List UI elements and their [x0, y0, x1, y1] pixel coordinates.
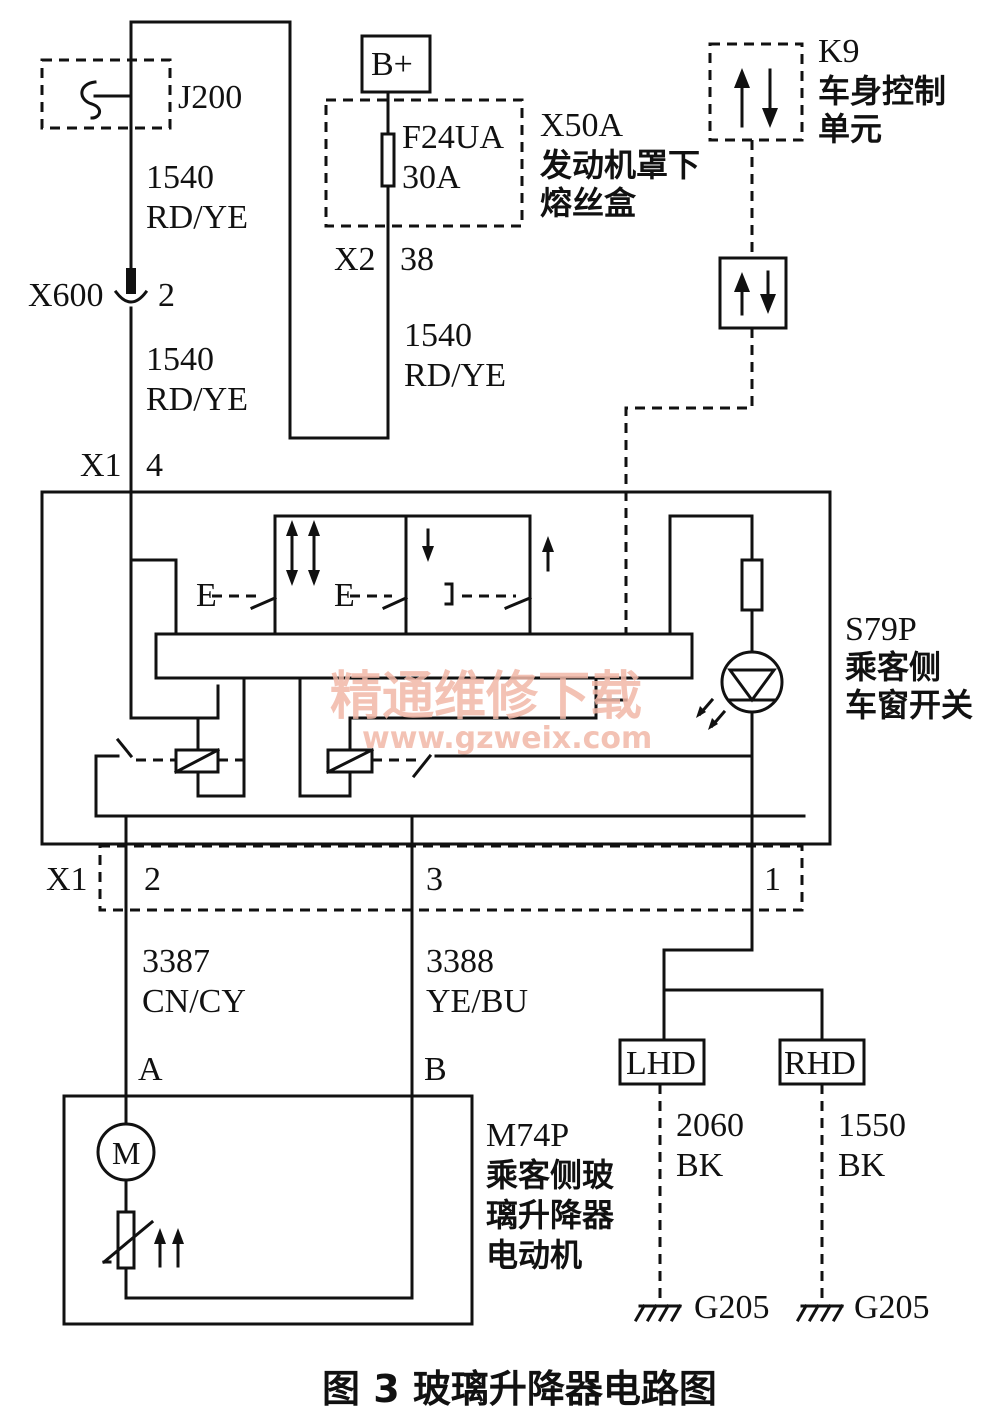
wire-1540-upper-number: 1540	[146, 159, 214, 196]
x1-bottom-label: X1	[46, 861, 88, 898]
fuse-id: F24UA	[402, 119, 504, 156]
m74p-name-line1: 乘客侧玻	[486, 1156, 614, 1194]
s79p-name-line1: 乘客侧	[845, 648, 941, 686]
ground-left-label: G205	[694, 1289, 770, 1326]
wire-1540-right-color: RD/YE	[404, 357, 506, 394]
x1-pin-1: 1	[764, 861, 781, 898]
x1-top-label: X1	[80, 447, 122, 484]
wire-1550-number: 1550	[838, 1107, 906, 1144]
rhd-label: RHD	[784, 1045, 856, 1082]
x600-connector: X600 2	[28, 268, 175, 314]
bplus-label: B+	[371, 46, 413, 83]
figure-caption: 图 3 玻璃升降器电路图	[322, 1367, 717, 1411]
x50a-name-line1: 发动机罩下	[540, 146, 700, 184]
m74p-name-line3: 电动机	[486, 1236, 582, 1274]
m74p-name-line2: 璃升降器	[486, 1196, 615, 1234]
lhd-variant: LHD	[618, 1038, 706, 1086]
watermark-url: www.gzweix.com	[362, 721, 652, 756]
bidirectional-arrow-icon	[734, 68, 778, 128]
k9-id: K9	[818, 33, 860, 70]
led-indicator-icon	[696, 650, 784, 730]
up-arrow-icon	[542, 536, 554, 572]
s79p-id: S79P	[845, 611, 917, 648]
wire-1540-lower-number: 1540	[146, 341, 214, 378]
wire-3388-number: 3388	[426, 943, 494, 980]
x50a-fuse-box: F24UA 30A X50A 发动机罩下 熔丝盒	[324, 98, 700, 228]
wire-1540-right-number: 1540	[404, 317, 472, 354]
up-arrows-icon	[154, 1228, 184, 1268]
rhd-variant: RHD	[778, 1038, 866, 1086]
fuse-f24ua	[380, 132, 396, 188]
ground-right-label: G205	[854, 1289, 930, 1326]
x50a-id: X50A	[540, 107, 624, 144]
ground-icon	[795, 1303, 845, 1323]
wire-3387-color: CN/CY	[142, 983, 246, 1020]
bidirectional-arrow-icon	[734, 270, 776, 316]
m74p-id: M74P	[486, 1117, 569, 1154]
wire-3388-color: YE/BU	[426, 983, 528, 1020]
wire-3387-number: 3387	[142, 943, 210, 980]
wire-1550-color: BK	[838, 1147, 886, 1184]
motor-pin-b: B	[424, 1051, 447, 1088]
bplus-source: B+	[360, 34, 432, 94]
x2-label: X2	[334, 241, 376, 278]
data-line-dashed	[624, 328, 754, 634]
k9-name-line2: 单元	[818, 110, 882, 148]
x1-bottom-connector: X1 2 3 1	[46, 844, 804, 912]
motor-pin-a: A	[138, 1051, 163, 1088]
s79p-name-line2: 车窗开关	[845, 686, 973, 724]
x50a-name-line2: 熔丝盒	[540, 184, 637, 222]
wire-loop-to-fuse	[129, 20, 390, 440]
fuse-rating: 30A	[402, 159, 461, 196]
wire-1540-lower-color: RD/YE	[146, 381, 248, 418]
j200-component: J200	[40, 58, 242, 130]
svg-text:E: E	[334, 577, 355, 614]
wire-ground-common	[662, 844, 754, 1042]
down-arrow-icon	[422, 528, 434, 562]
watermark-text: 精通维修下载	[330, 667, 642, 727]
wire-2060-number: 2060	[676, 1107, 744, 1144]
data-bus-connector	[718, 256, 788, 330]
control-logic-bar	[154, 632, 694, 680]
j200-label: J200	[178, 79, 242, 116]
x600-label: X600	[28, 277, 104, 314]
ground-icon	[633, 1303, 683, 1323]
up-down-arrow-icon	[286, 520, 320, 586]
x600-pin: 2	[158, 277, 175, 314]
x1-pin-2: 2	[144, 861, 161, 898]
lhd-label: LHD	[626, 1045, 696, 1082]
resistor	[740, 558, 764, 612]
x1-top-pin: 4	[146, 447, 163, 484]
motor-icon: M	[96, 1122, 156, 1182]
k9-body-control-unit: K9 车身控制 单元	[708, 33, 946, 148]
motor-symbol: M	[112, 1135, 140, 1171]
s79p-window-switch: S79P 乘客侧 车窗开关 E E	[40, 490, 973, 848]
x2-pin: 38	[400, 241, 434, 278]
x1-pin-3: 3	[426, 861, 443, 898]
k9-name-line1: 车身控制	[818, 72, 946, 110]
m74p-window-motor: M M74P 乘客侧玻 璃升降器 电动机	[62, 1094, 615, 1326]
wire-1540-upper-color: RD/YE	[146, 199, 248, 236]
wire-2060-color: BK	[676, 1147, 724, 1184]
svg-text:E: E	[196, 577, 217, 614]
